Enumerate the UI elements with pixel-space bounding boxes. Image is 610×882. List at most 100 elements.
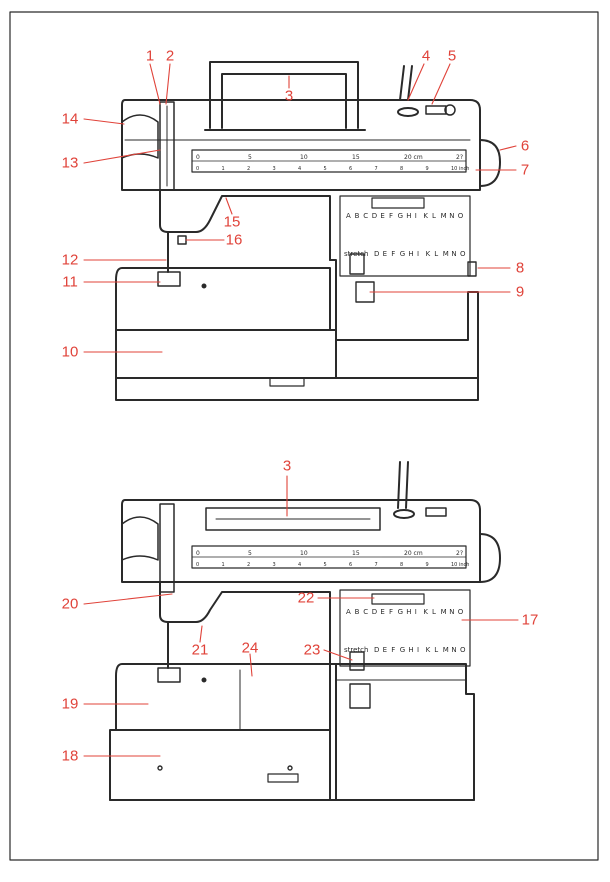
panel-letter: L: [432, 212, 436, 220]
ruler-inch-tick-label: 9: [426, 562, 429, 568]
handwheel: [479, 533, 501, 583]
page-frame: [9, 11, 599, 861]
panel-letter: F: [389, 212, 393, 220]
needle-clamp: [177, 235, 187, 245]
extension-table: [109, 729, 331, 801]
machine-neck: [159, 189, 331, 261]
ruler-inch-tick-label: 4: [298, 166, 301, 172]
ruler-cm-tick-label: 0: [196, 154, 200, 161]
callout-17: 17: [521, 611, 539, 629]
callout-19: 19: [61, 695, 79, 713]
base-notch: [267, 773, 299, 783]
thread-take-up: [159, 503, 175, 593]
callout-20: 20: [61, 595, 79, 613]
ruler-inch-tick-label: 10 inch: [451, 166, 469, 172]
ruler-inch-tick-label: 1: [222, 166, 225, 172]
ruler-inch-tick-label: 5: [324, 166, 327, 172]
ruler-inch-tick-label: 10 inch: [451, 562, 469, 568]
ruler-inch-tick-label: 3: [273, 562, 276, 568]
callout-1: 1: [145, 47, 155, 65]
panel-letter: N: [449, 212, 454, 220]
callout-14: 14: [61, 110, 79, 128]
panel-letter: K: [426, 250, 431, 258]
panel-letter: G: [400, 646, 405, 654]
panel-letter: G: [398, 212, 403, 220]
panel-letter: N: [451, 250, 456, 258]
stitch-length-dial: [121, 516, 159, 561]
ruler-inch-tick-label: 8: [400, 166, 403, 172]
machine-front-view: [115, 61, 501, 401]
ruler-inch-tick-label: 6: [349, 166, 352, 172]
ruler-inch-tick-label: 9: [426, 166, 429, 172]
callout-7: 7: [520, 161, 530, 179]
callout-15: 15: [223, 213, 241, 231]
ruler-inch-tick-label: 2: [247, 562, 250, 568]
callout-18: 18: [61, 747, 79, 765]
panel-letter: H: [408, 646, 413, 654]
panel-letter: B: [355, 608, 360, 616]
base-plinth: [115, 377, 479, 401]
callout-21: 21: [191, 641, 209, 659]
winder-knob: [444, 104, 456, 116]
callout-12: 12: [61, 251, 79, 269]
callout-8: 8: [515, 259, 525, 277]
thread-take-up: [159, 101, 175, 191]
pattern-selector-window: [371, 593, 425, 605]
ruler-inch-tick-label: 7: [375, 166, 378, 172]
panel-letter: M: [441, 212, 447, 220]
ruler-inch-tick-label: 0: [196, 166, 199, 172]
panel-letter: D: [372, 608, 377, 616]
callout-10: 10: [61, 343, 79, 361]
pattern-panel: [339, 589, 471, 667]
handwheel: [479, 139, 501, 187]
presser-foot: [157, 271, 181, 287]
ruler-cm-tick-label: 15: [352, 154, 360, 161]
panel-letter: I: [415, 212, 417, 220]
callout-24: 24: [241, 639, 259, 657]
callout-6: 6: [520, 137, 530, 155]
panel-letter: E: [380, 212, 384, 220]
ruler-inch-tick-label: 3: [273, 166, 276, 172]
ruler-cm-tick-label: 5: [248, 154, 252, 161]
panel-letter: M: [443, 646, 449, 654]
callout-2: 2: [165, 47, 175, 65]
spool-pin-1: [399, 65, 405, 101]
reverse-lever: [349, 253, 365, 275]
panel-letter: E: [380, 608, 384, 616]
panel-letter: H: [408, 250, 413, 258]
panel-letter: M: [443, 250, 449, 258]
free-arm: [115, 267, 331, 331]
machine-extended-view: [109, 461, 501, 801]
callout-leaders-bottom: [83, 475, 519, 757]
upper-arm: [121, 99, 481, 191]
callout-3-bottom: 3: [282, 457, 292, 475]
ruler-inch-tick-label: 8: [400, 562, 403, 568]
panel-letter: K: [426, 646, 431, 654]
callout-9: 9: [515, 283, 525, 301]
panel-letter: O: [458, 212, 464, 220]
callout-leaders-top: [83, 63, 517, 353]
folded-handle: [205, 507, 381, 531]
ruler-inch-tick-label: 2: [247, 166, 250, 172]
ruler-inch-tick-label: 4: [298, 562, 301, 568]
ruler-cm-tick-label: 2?: [456, 550, 463, 557]
ruler-cm-tick-label: 10: [300, 550, 308, 557]
panel-letter: N: [451, 646, 456, 654]
ruler-cm-tick-label: 10: [300, 154, 308, 161]
panel-letter: L: [434, 646, 438, 654]
ruler-cm-tick-label: 5: [248, 550, 252, 557]
panel-letter: O: [458, 608, 464, 616]
panel-letter: I: [415, 608, 417, 616]
base-notch: [269, 377, 305, 387]
panel-letter: F: [389, 608, 393, 616]
panel-letter: I: [417, 646, 419, 654]
ruler-cm-tick-label: 0: [196, 550, 200, 557]
panel-letter: I: [417, 250, 419, 258]
ruler-cm-tick-label: 2?: [456, 154, 463, 161]
panel-letter: C: [363, 212, 368, 220]
free-arm: [115, 663, 331, 731]
machine-neck: [159, 581, 331, 665]
panel-letter: K: [423, 212, 428, 220]
callout-22: 22: [297, 589, 315, 607]
